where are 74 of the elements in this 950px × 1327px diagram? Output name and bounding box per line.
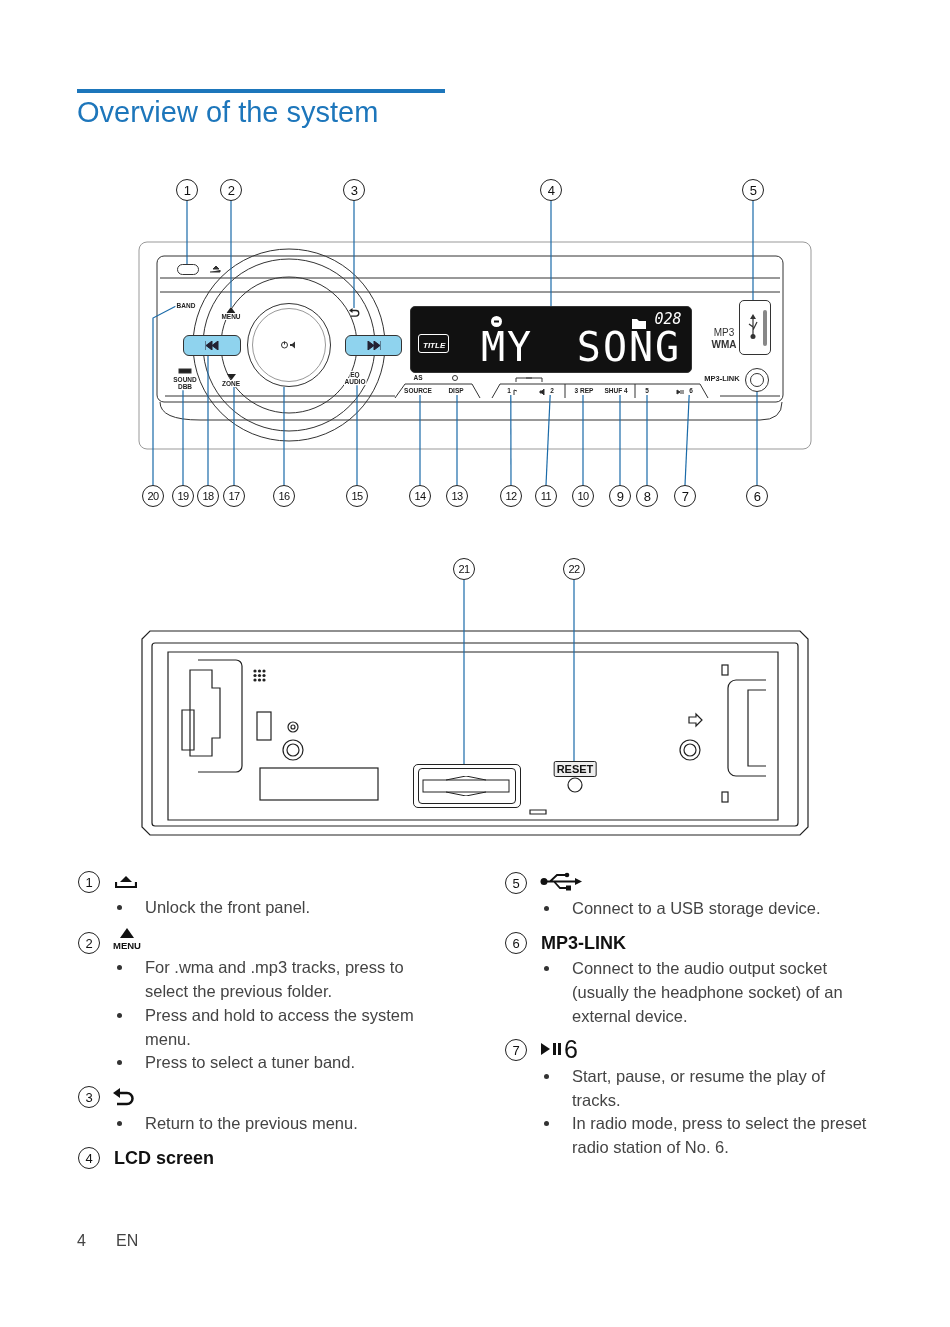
leader-line <box>186 200 188 265</box>
leader-line <box>684 393 690 486</box>
usb-port <box>739 300 771 355</box>
page-number: 4 <box>77 1232 86 1250</box>
callout-number: 16 <box>273 485 295 507</box>
leader-line <box>646 393 648 486</box>
callout-number: 21 <box>453 558 475 580</box>
format-label: WMA <box>711 340 737 350</box>
callout-number: 5 <box>742 179 764 201</box>
bullet-text: Press and hold to access the system menu. <box>115 1003 445 1051</box>
leader-line <box>182 389 184 486</box>
callout-number: 18 <box>197 485 219 507</box>
callout-number: 22 <box>563 558 585 580</box>
callout-number: 17 <box>223 485 245 507</box>
callout-number: 4 <box>540 179 562 201</box>
callout-number: 13 <box>446 485 468 507</box>
leader-line <box>152 305 177 486</box>
leader-line <box>356 384 358 486</box>
bullet-text: Press to select a tuner band. <box>115 1050 445 1074</box>
bullet-text: Start, pause, or resume the play of tracks. <box>542 1064 867 1112</box>
menu-label: MENU <box>113 940 141 951</box>
leader-line <box>456 393 458 486</box>
callout-number: 7 <box>674 485 696 507</box>
leader-line <box>582 393 584 486</box>
bullet-text: For .wma and .mp3 tracks, press to select the previous folder. <box>115 955 445 1003</box>
section-heading: LCD screen <box>114 1147 215 1169</box>
leader-line <box>550 200 552 307</box>
lcd-screen <box>410 306 692 373</box>
callout-number: 12 <box>500 485 522 507</box>
back-arrow-icon <box>349 308 360 317</box>
leader-line <box>353 200 355 309</box>
bullet-text: Unlock the front panel. <box>115 895 445 919</box>
callout-number: 20 <box>142 485 164 507</box>
unlock-button <box>177 264 199 275</box>
leader-line <box>463 579 465 765</box>
callout-number: 6 <box>746 485 768 507</box>
section-heading: 6 <box>564 1034 578 1064</box>
callout-number: 8 <box>636 485 658 507</box>
display-text: MY <box>480 327 534 367</box>
callout-number: 15 <box>346 485 368 507</box>
leader-line <box>419 393 421 486</box>
card-slot <box>413 764 521 808</box>
leader-line <box>230 200 232 308</box>
callout-number: 14 <box>409 485 431 507</box>
leader-line <box>283 386 285 486</box>
callout-number: 2 <box>220 179 242 201</box>
leader-line <box>207 355 209 486</box>
display-text: SONG <box>576 327 682 367</box>
callout-number: 11 <box>535 485 557 507</box>
format-label: MP3 <box>713 328 735 338</box>
callout-number: 3 <box>343 179 365 201</box>
reset-label: RESET <box>553 761 597 778</box>
bullet-text: Connect to a USB storage device. <box>542 896 872 920</box>
callout-number: 10 <box>572 485 594 507</box>
bullet-text: In radio mode, press to select the preset radio station of No. 6. <box>542 1111 867 1159</box>
language-code: EN <box>116 1232 139 1250</box>
leader-line <box>545 393 551 486</box>
leader-line <box>756 391 758 486</box>
display-text: TITLE <box>418 334 450 353</box>
leader-line <box>573 579 575 762</box>
leader-line <box>752 200 754 301</box>
leader-line <box>233 386 235 486</box>
bullet-text: Connect to the audio output socket (usually the headphone socket) of an external device. <box>542 956 867 1028</box>
leader-line <box>619 393 621 486</box>
callout-number: 19 <box>172 485 194 507</box>
leader-line <box>510 393 512 486</box>
next-button <box>345 335 402 356</box>
callout-number: 1 <box>176 179 198 201</box>
previous-button <box>183 335 241 356</box>
page-title: Overview of the system <box>77 96 379 129</box>
display-text: 028 <box>654 312 682 327</box>
callout-number: 9 <box>609 485 631 507</box>
bullet-text: Return to the previous menu. <box>115 1111 445 1135</box>
section-heading: MP3-LINK <box>541 932 626 954</box>
